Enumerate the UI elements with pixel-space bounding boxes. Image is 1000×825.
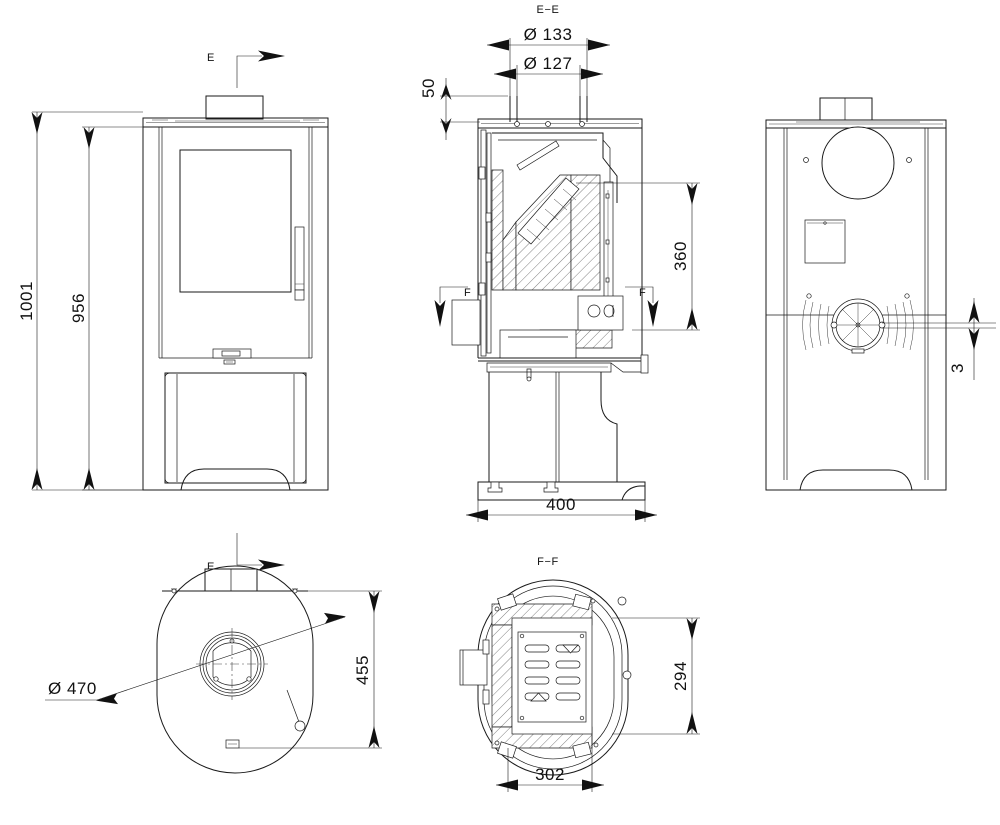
dim-body-depth-455: 455 [239,590,382,749]
view-section-ee: E−E Ø 133 Ø 127 50 [419,4,700,522]
rear-air-inlet [802,293,914,354]
view-rear-elevation: 3 [765,97,996,491]
ff-outer-shell [477,579,629,776]
rear-fixing-hole-right [906,157,912,163]
section-marker-f-right-label: F [639,287,646,299]
top-fixing-right [292,588,298,594]
section-pedestal [477,372,646,501]
section-top-plate [477,118,643,129]
top-flue-rings [196,628,268,700]
front-body-outline [142,127,329,491]
top-bottom-tab [225,739,240,749]
section-ee-label: E−E [537,4,560,16]
section-marker-f-left: F [434,286,471,327]
section-marker-e-bottom: E [207,533,285,573]
dim-455-label: 455 [353,655,372,685]
dim-470-label: Ø 470 [48,679,97,698]
section-baffle-plate [516,140,580,245]
section-marker-e-top-label: E [207,52,215,64]
dim-127-label: Ø 127 [524,54,573,73]
ff-handle-block [459,639,490,705]
view-section-ff: F−F [459,556,700,792]
dim-956-label: 956 [69,293,88,323]
top-body-outline [156,565,314,774]
section-ash-pan [499,329,577,359]
front-door-handle [294,226,305,301]
dim-firebox-height-360: 360 [576,182,700,331]
rear-flue-opening [821,126,895,200]
section-marker-f-left-label: F [464,287,471,299]
dim-body-diameter-470: Ø 470 [45,612,346,705]
dim-flue-diameters: Ø 133 Ø 127 [487,25,610,122]
dim-flue-height-50: 50 [419,78,508,140]
ff-air-slots [524,644,581,702]
rear-fixing-hole-left [803,157,809,163]
front-door-latch [212,348,252,365]
rear-flue-collar [819,97,873,121]
dim-3-label: 3 [948,363,967,373]
front-base-cutout [143,468,328,491]
ff-corner-brackets [494,593,632,759]
dim-plate-thickness-3: 3 [882,298,996,380]
rear-base-cutout [766,469,946,491]
top-fixing-left [171,588,177,594]
dim-133-label: Ø 133 [524,25,573,44]
top-handle-knob [286,689,306,732]
view-front-elevation: E [17,50,329,573]
ff-liner-plate [511,617,593,735]
rear-body-outline [765,128,947,491]
dim-body-height-956: 956 [69,126,206,491]
section-air-control [577,295,624,331]
front-door-glass [179,149,292,293]
section-feet [487,481,559,493]
front-side-seams [158,127,313,359]
section-ff-label: F−F [537,556,559,568]
section-rear-channel [603,181,614,305]
front-flue-collar [205,95,264,120]
dim-firebox-width-302: 302 [496,734,604,792]
section-marker-e-bottom-label: E [207,561,215,573]
view-top-plan: Ø 470 455 [45,565,382,774]
dim-360-label: 360 [671,241,690,271]
section-flue-collar [509,96,588,122]
section-door-assembly [451,129,492,357]
dim-overall-depth-400: 400 [466,495,657,522]
section-bottom-plate [478,354,649,382]
dim-50-label: 50 [419,78,438,98]
dim-400-label: 400 [546,495,576,514]
dim-1001-label: 1001 [17,281,36,321]
rear-access-panel [804,219,846,264]
dim-firebox-depth-294: 294 [612,617,700,735]
dim-302-label: 302 [535,765,565,784]
front-ash-drawer [164,372,307,484]
section-marker-e-top: E [207,50,285,88]
dim-294-label: 294 [671,661,690,691]
section-marker-f-right: F [625,286,659,327]
